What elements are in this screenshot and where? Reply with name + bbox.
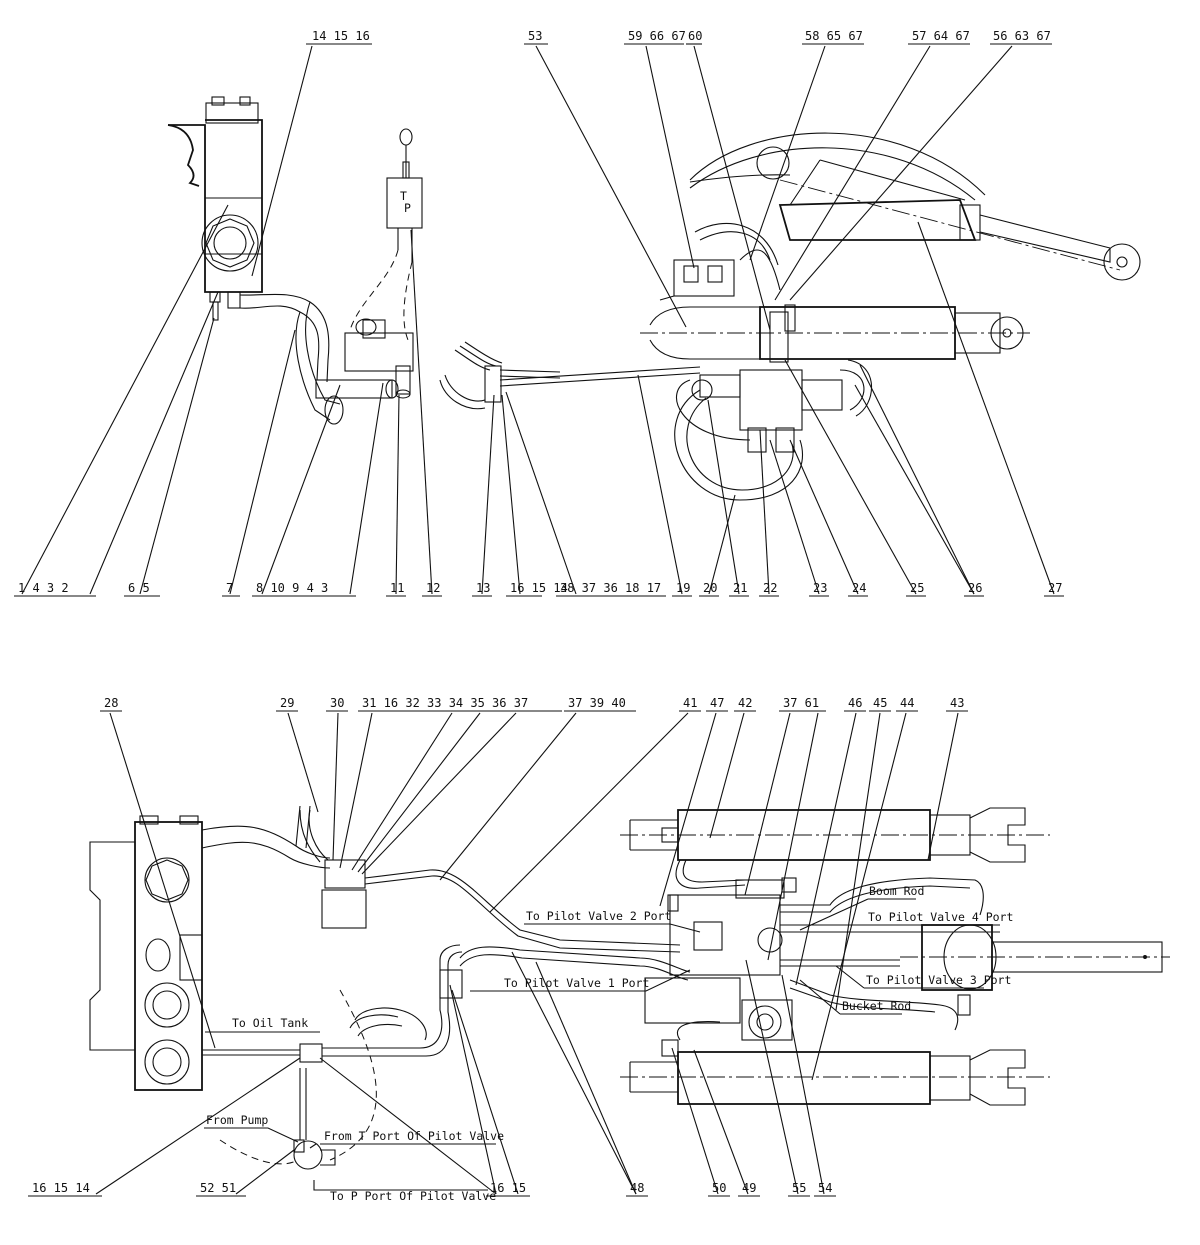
callout-label: 19 <box>676 581 690 595</box>
callout-label: 42 <box>738 696 752 710</box>
callout-label: 30 <box>330 696 344 710</box>
boom-rod-note: Boom Rod <box>869 884 924 898</box>
callout-label: 58 65 67 <box>805 29 863 43</box>
callout-label: 52 51 <box>200 1181 236 1195</box>
mid-callouts: 1 4 3 2 6 5 7 8 10 9 4 3 11 12 13 16 15 … <box>14 204 1064 597</box>
callout-label: 44 <box>900 696 914 710</box>
lower-top-callouts: 28 29 30 31 16 32 33 34 35 36 37 37 39 4… <box>100 696 968 1081</box>
callout-label: 13 <box>476 581 490 595</box>
callout-label: 57 64 67 <box>912 29 970 43</box>
callout-label: 16 15 14 <box>32 1181 90 1195</box>
callout-label: 22 <box>763 581 777 595</box>
callout-label: 14 15 16 <box>312 29 370 43</box>
callout-label: 29 <box>280 696 294 710</box>
callout-label: 25 <box>910 581 924 595</box>
callout-label: 7 <box>226 581 233 595</box>
callout-label: 23 <box>813 581 827 595</box>
top-right-loader-assembly <box>439 132 1141 501</box>
callout-label: 8 10 9 4 3 <box>256 581 328 595</box>
callout-label: 46 <box>848 696 862 710</box>
callout-label: 60 <box>688 29 702 43</box>
callout-label: 47 <box>710 696 724 710</box>
callout-label: 41 <box>683 696 697 710</box>
callout-label: 56 63 67 <box>993 29 1051 43</box>
callout-label: 31 16 32 33 34 35 36 37 <box>362 696 528 710</box>
lower-right-cylinder-assembly <box>620 807 1170 1106</box>
callout-label: 37 61 <box>783 696 819 710</box>
callout-label: 26 <box>968 581 982 595</box>
callout-label: 28 <box>104 696 118 710</box>
callout-label: 37 39 40 <box>568 696 626 710</box>
callout-label: 12 <box>426 581 440 595</box>
to-pilot-4-note: To Pilot Valve 4 Port <box>868 910 1013 924</box>
callout-label: 24 <box>852 581 866 595</box>
to-pilot-3-note: To Pilot Valve 3 Port <box>866 973 1011 987</box>
handle-letter-t: T <box>400 189 407 203</box>
from-pump-note: From Pump <box>206 1113 268 1127</box>
callout-label: 1 4 3 2 <box>18 581 69 595</box>
top-left-tank-assembly: T P <box>167 96 423 425</box>
callout-label: 54 <box>818 1181 832 1195</box>
from-t-port-note: From T Port Of Pilot Valve <box>324 1129 504 1143</box>
callout-label: 59 66 67 <box>628 29 686 43</box>
bucket-rod-note: Bucket Rod <box>842 999 911 1013</box>
callout-label: 38 37 36 18 17 <box>560 581 661 595</box>
callout-label: 16 15 14 <box>510 581 568 595</box>
callout-label: 53 <box>528 29 542 43</box>
top-callouts: 14 15 16 53 59 66 67 60 58 65 67 57 64 6… <box>251 29 1052 331</box>
callout-label: 11 <box>390 581 404 595</box>
lower-left-tank-assembly <box>89 805 691 1170</box>
callout-label: 27 <box>1048 581 1062 595</box>
to-pilot-2-note: To Pilot Valve 2 Port <box>526 909 671 923</box>
lower-bottom-callouts: 16 15 14 52 51 16 15 48 50 49 55 54 <box>28 951 836 1197</box>
to-oil-tank-note: To Oil Tank <box>232 1016 308 1030</box>
flow-annotations: To Oil Tank From Pump From T Port Of Pil… <box>204 884 1013 1203</box>
callout-label: 48 <box>630 1181 644 1195</box>
callout-label: 43 <box>950 696 964 710</box>
handle-letter-p: P <box>404 201 411 215</box>
callout-label: 49 <box>742 1181 756 1195</box>
to-pilot-1-note: To Pilot Valve 1 Port <box>504 976 649 990</box>
callout-label: 6 5 <box>128 581 150 595</box>
to-p-port-note: To P Port Of Pilot Valve <box>330 1189 496 1203</box>
callout-label: 21 <box>733 581 747 595</box>
callout-label: 50 <box>712 1181 726 1195</box>
callout-label: 55 <box>792 1181 806 1195</box>
callout-label: 45 <box>873 696 887 710</box>
